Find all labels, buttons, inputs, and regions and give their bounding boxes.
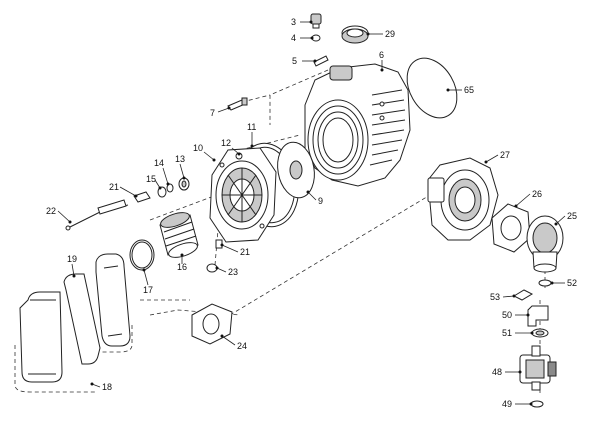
- callout-21-lower: 21: [240, 247, 250, 257]
- callout-16: 16: [177, 262, 187, 272]
- callout-23: 23: [228, 267, 238, 277]
- callout-53: 53: [490, 292, 500, 302]
- callout-15: 15: [146, 174, 156, 184]
- part-29-flange: [341, 25, 369, 44]
- part-19-gasket: [63, 273, 101, 365]
- part-50-elbow: [527, 305, 549, 327]
- part-52-o-ring: [538, 279, 552, 287]
- part-10-burner-door: [209, 147, 277, 243]
- part-18-cover: [19, 291, 63, 383]
- callout-18: 18: [102, 382, 112, 392]
- part-51-ring: [531, 328, 549, 338]
- part-14-washer: [166, 183, 174, 193]
- part-17-o-ring: [129, 239, 155, 271]
- callout-65: 65: [464, 85, 474, 95]
- part-65-gasket: [406, 57, 458, 119]
- callout-50: 50: [502, 310, 512, 320]
- part-6-housing: [304, 63, 411, 187]
- leader-lines: [57, 20, 566, 406]
- callout-27: 27: [500, 150, 510, 160]
- callout-21: 21: [109, 182, 119, 192]
- callout-7: 7: [210, 108, 215, 118]
- part-27-fan-housing: [427, 157, 499, 241]
- callout-labels: 3 4 5 6 29 65 7 11 12 10 14 13 15 21 22 …: [46, 17, 577, 409]
- part-53-clip: [512, 289, 534, 301]
- callout-3: 3: [291, 17, 296, 27]
- part-24-flange-plate: [191, 303, 233, 345]
- callout-48: 48: [492, 367, 502, 377]
- part-5-pin: [313, 55, 329, 67]
- part-49-washer: [530, 400, 544, 408]
- part-16-panel: [95, 253, 131, 347]
- callout-4: 4: [291, 33, 296, 43]
- callout-13: 13: [175, 154, 185, 164]
- callout-29: 29: [385, 29, 395, 39]
- callout-51: 51: [502, 328, 512, 338]
- part-48-gas-valve: [519, 345, 557, 391]
- callout-12: 12: [221, 138, 231, 148]
- callout-25: 25: [567, 211, 577, 221]
- callout-10: 10: [193, 143, 203, 153]
- part-26-gasket: [491, 203, 531, 253]
- callout-17: 17: [143, 285, 153, 295]
- part-3-cap: [310, 13, 322, 29]
- part-13-nut: [178, 177, 190, 191]
- callout-19: 19: [67, 254, 77, 264]
- callout-26: 26: [532, 189, 542, 199]
- part-22-electrode: [65, 199, 129, 231]
- callout-11: 11: [247, 122, 256, 132]
- callout-22: 22: [46, 206, 56, 216]
- callout-6: 6: [379, 50, 384, 60]
- callout-9: 9: [318, 196, 323, 206]
- part-21-bracket: [133, 191, 151, 203]
- part-25-venturi: [526, 215, 564, 273]
- part-7-sensor: [227, 97, 248, 111]
- callout-49: 49: [502, 399, 512, 409]
- part-9-disc: [277, 141, 315, 199]
- callout-24: 24: [237, 341, 247, 351]
- callout-5: 5: [292, 56, 297, 66]
- callout-52: 52: [567, 278, 577, 288]
- part-16-burner-tube: [159, 212, 199, 258]
- callout-14: 14: [154, 158, 164, 168]
